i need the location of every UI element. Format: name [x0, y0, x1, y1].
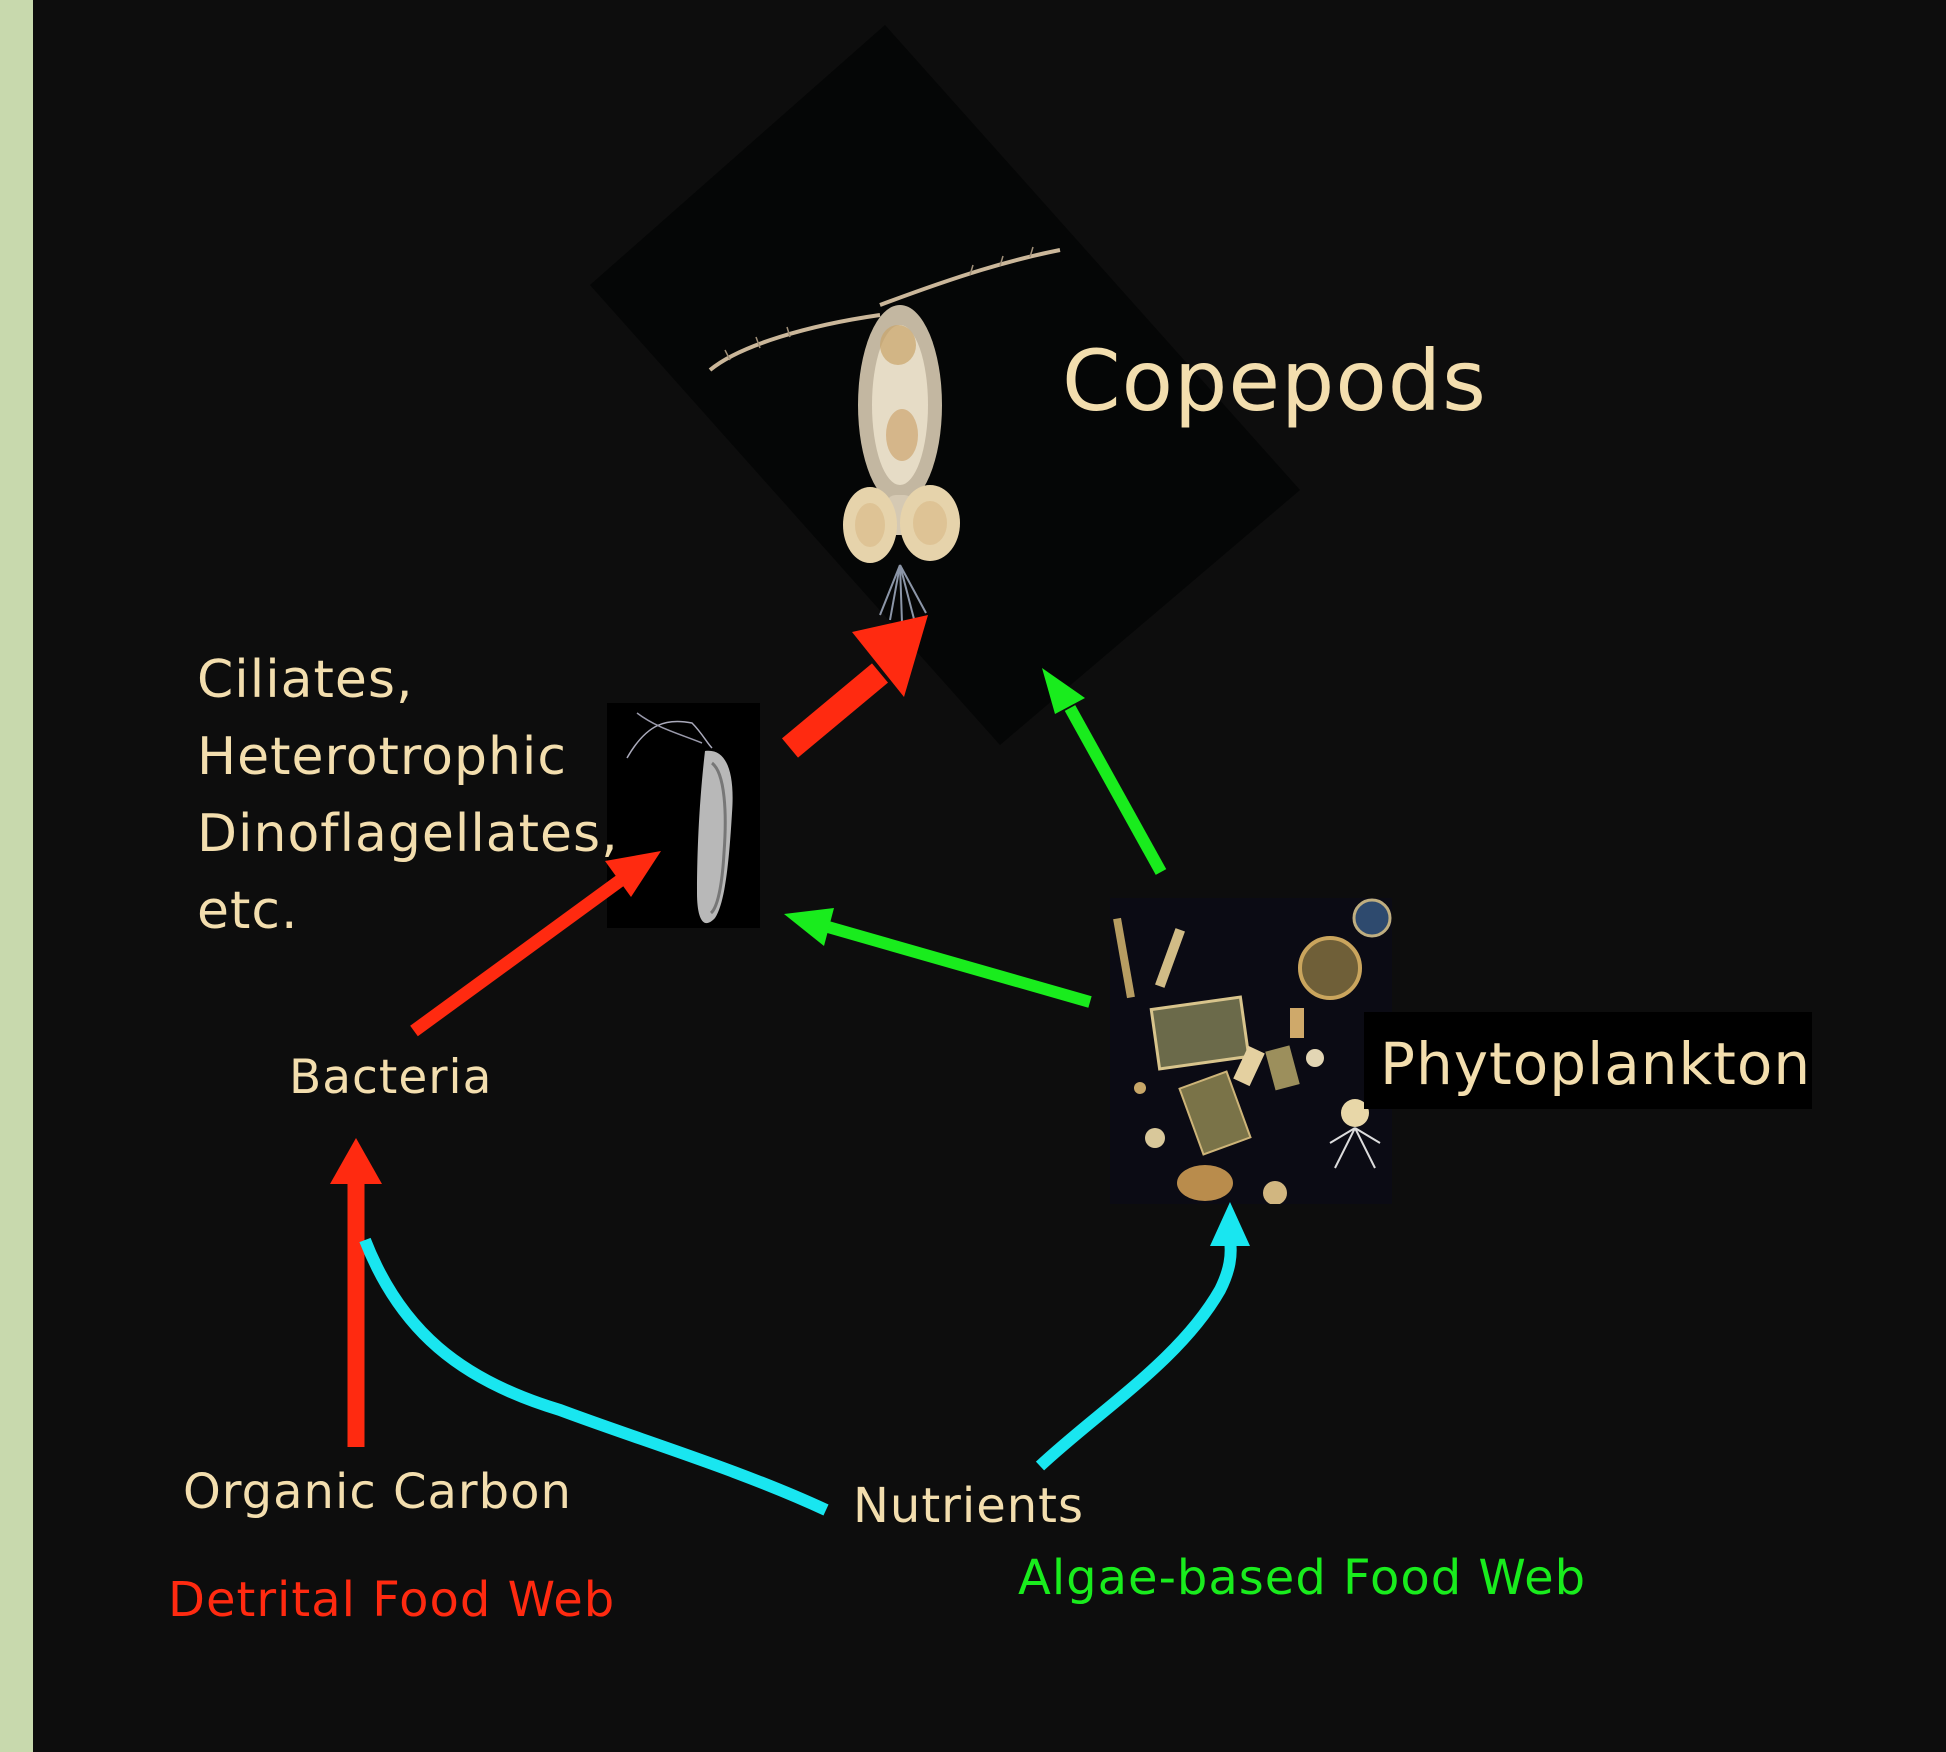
algae-food-web-label: Algae-based Food Web [1018, 1550, 1586, 1606]
arrow-bacteria-to-ciliates [414, 851, 661, 1031]
ciliates-label-line-1: Ciliates, [197, 650, 414, 710]
arrow-phytoplankton-to-ciliates [784, 908, 1090, 1002]
nutrients-label: Nutrients [853, 1478, 1084, 1534]
detrital-food-web-label: Detrital Food Web [168, 1572, 615, 1628]
arrow-ciliates-to-copepods [790, 615, 928, 748]
organic-carbon-label: Organic Carbon [183, 1464, 572, 1520]
arrow-organic-carbon-to-bacteria [330, 1138, 382, 1447]
arrow-nutrients-to-phytoplankton [1040, 1202, 1250, 1466]
ciliates-label-line-4: etc. [197, 881, 299, 941]
ciliates-label-line-2: Heterotrophic [197, 727, 567, 787]
phytoplankton-label: Phytoplankton [1380, 1030, 1811, 1098]
copepods-label: Copepods [1062, 332, 1487, 430]
bacteria-label: Bacteria [289, 1050, 492, 1105]
ciliates-label-line-3: Dinoflagellates, [197, 804, 619, 864]
arrow-phytoplankton-to-copepods [1042, 668, 1161, 872]
